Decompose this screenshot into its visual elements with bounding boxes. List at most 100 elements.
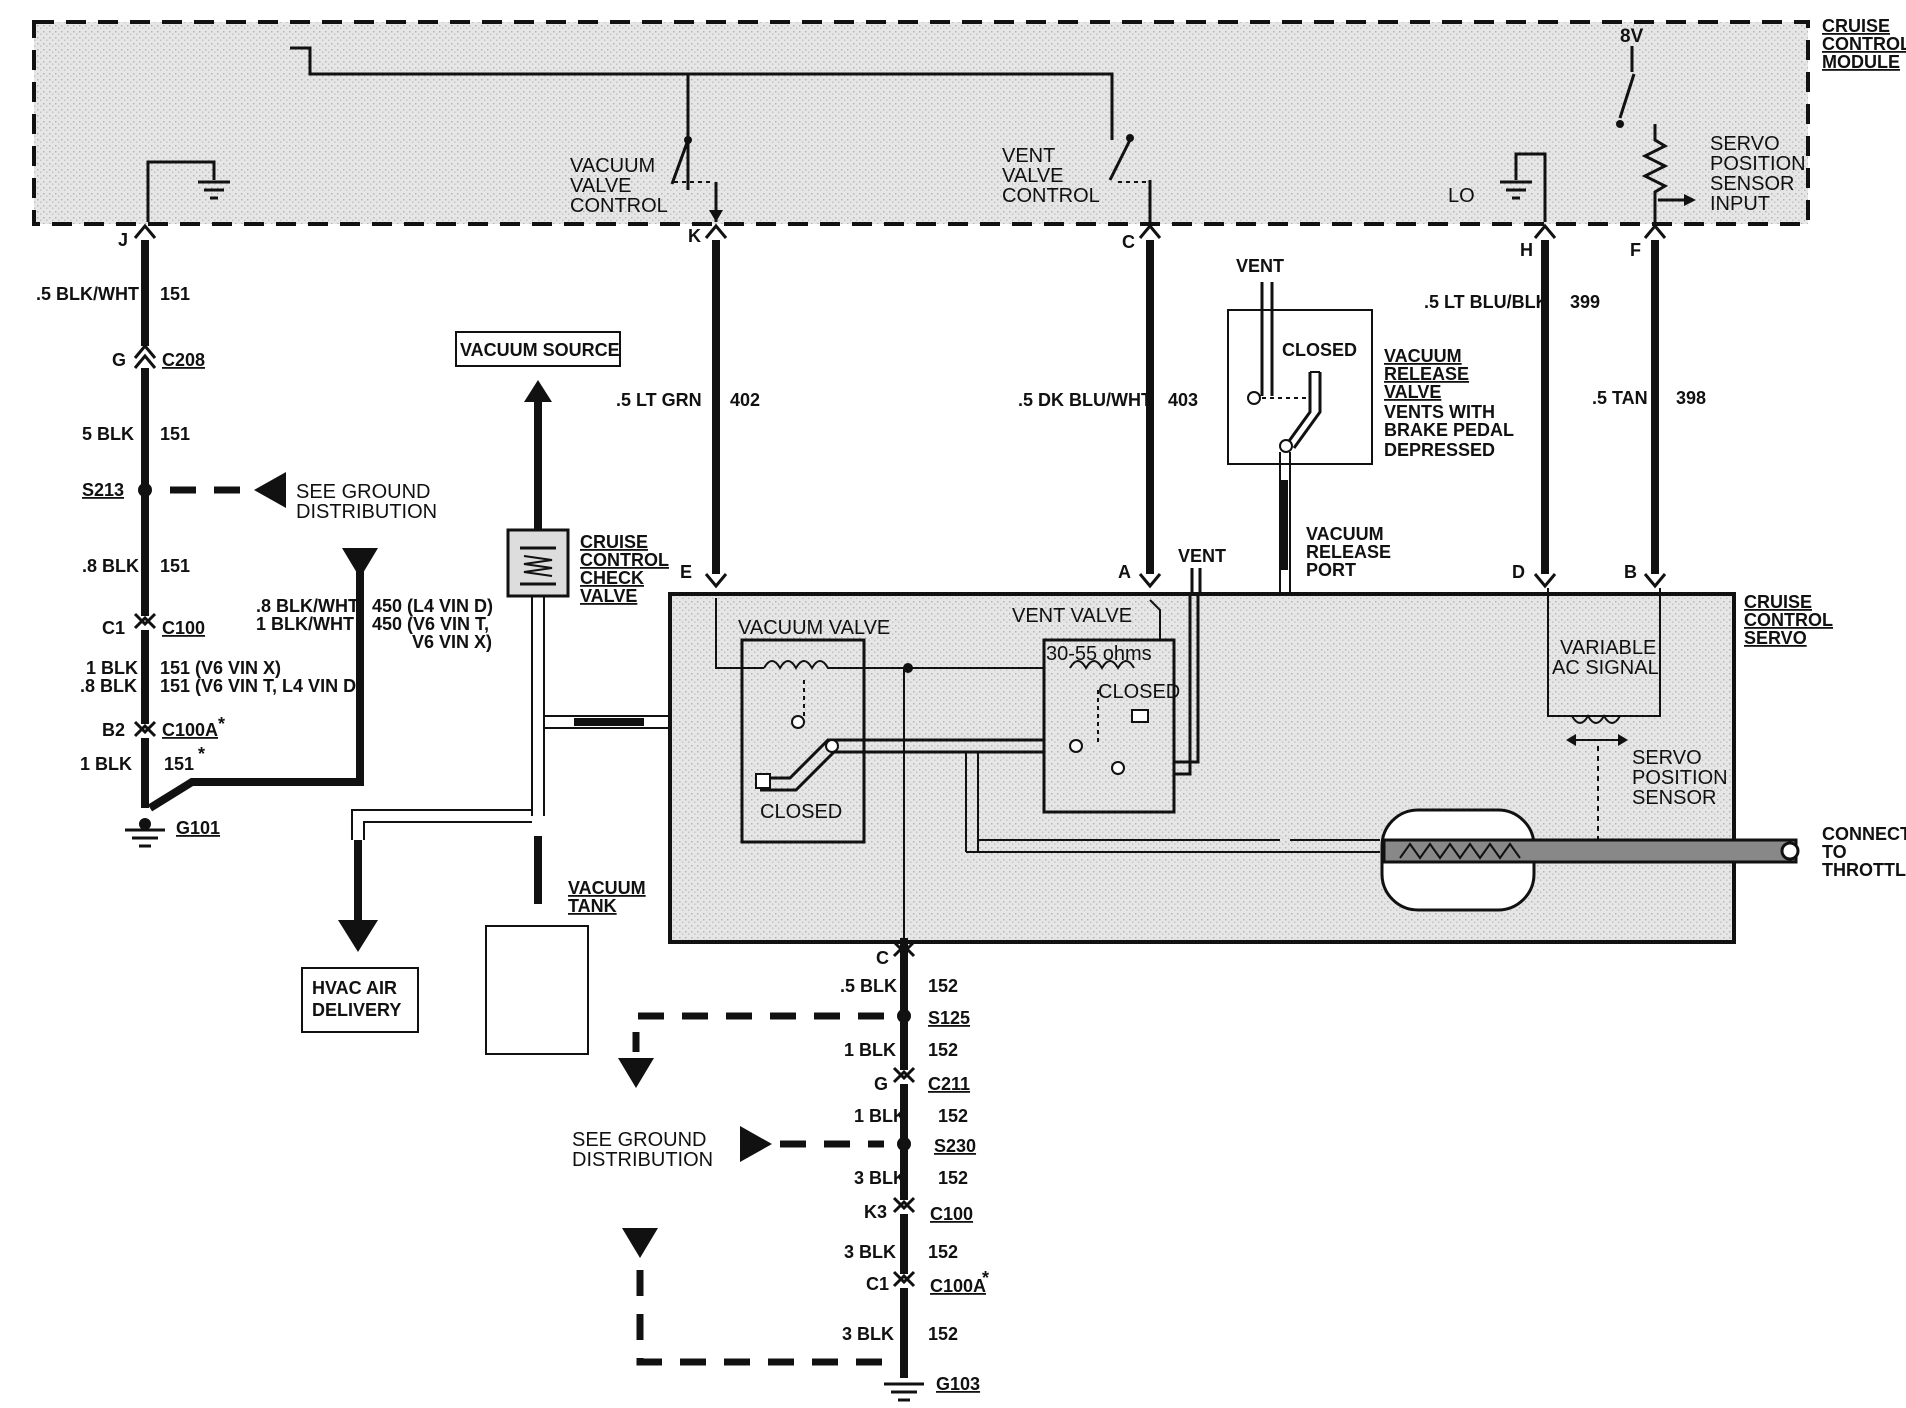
pin-c: C [1122, 232, 1135, 252]
alt-gauge-a: .8 BLK/WHT [256, 596, 359, 616]
svg-text:TO: TO [1822, 842, 1847, 862]
svg-text:DEPRESSED: DEPRESSED [1384, 440, 1495, 460]
svg-text:CRUISE: CRUISE [580, 532, 648, 552]
svg-text:TANK: TANK [568, 896, 617, 916]
bg-w3-gauge: 1 BLK [854, 1106, 906, 1126]
svg-text:SERVO: SERVO [1632, 747, 1702, 769]
vacuum-tank-label: VACUUM TANK [568, 878, 646, 916]
c100a-pin: B2 [102, 720, 125, 740]
servo-position-sensor-label: SERVO POSITION SENSOR [1632, 747, 1728, 809]
svg-text:VENT: VENT [1002, 145, 1055, 167]
servo-title: CRUISE CONTROL SERVO [1744, 592, 1833, 648]
k-wire-circuit: 402 [730, 390, 760, 410]
svg-text:DISTRIBUTION: DISTRIBUTION [296, 501, 437, 523]
f-wire-gauge: .5 TAN [1592, 388, 1648, 408]
bg-w2-circuit: 152 [928, 1040, 958, 1060]
vacuum-valve-control-label: VACUUM VALVE CONTROL [570, 155, 668, 217]
lg-see-ground-label: SEE GROUND DISTRIBUTION [296, 481, 437, 523]
ground-g103: G103 [936, 1374, 980, 1394]
bg-w1-gauge: .5 BLK [840, 976, 897, 996]
vacuum-release-valve [1227, 282, 1373, 846]
svg-text:VARIABLE: VARIABLE [1560, 637, 1656, 659]
connector-c100-bottom: C100 [930, 1204, 973, 1224]
svg-text:CONTROL: CONTROL [1822, 34, 1906, 54]
c100-pin: C1 [102, 618, 125, 638]
lg-w3-circuit: 151 [160, 556, 190, 576]
connector-c100a-bottom: C100A [930, 1276, 986, 1296]
svg-text:AC SIGNAL: AC SIGNAL [1552, 657, 1659, 679]
svg-text:VALVE: VALVE [1002, 165, 1064, 187]
bg-w3-circuit: 152 [938, 1106, 968, 1126]
hvac-box [301, 967, 419, 1033]
connector-c211: C211 [928, 1074, 970, 1094]
svg-text:PORT: PORT [1306, 560, 1356, 580]
svg-text:POSITION: POSITION [1710, 153, 1806, 175]
svg-text:SEE GROUND: SEE GROUND [296, 481, 430, 503]
svg-text:DISTRIBUTION: DISTRIBUTION [572, 1149, 713, 1171]
alt-circuit-b: 450 (V6 VIN T, [372, 614, 489, 634]
svg-text:THROTTLE: THROTTLE [1822, 860, 1906, 880]
wire-c-403 [1138, 223, 1162, 589]
svg-text:VACUUM: VACUUM [1384, 346, 1462, 366]
c100a-bottom-star: * [982, 1268, 989, 1288]
svg-text:INPUT: INPUT [1710, 193, 1770, 215]
cruise-control-module [32, 20, 1810, 226]
bg-w6-circuit: 152 [928, 1324, 958, 1344]
vent-valve-label: VENT VALVE [1012, 605, 1132, 627]
vent-valve-ohms: 30-55 ohms [1046, 643, 1152, 665]
pin-h: H [1520, 240, 1533, 260]
throttle-label: CONNECTS TO THROTTLE [1822, 824, 1906, 880]
h-wire-gauge: .5 LT BLU/BLK [1424, 292, 1549, 312]
lg-w4-circuit-a: 151 (V6 VIN X) [160, 658, 281, 678]
pin-a: A [1118, 562, 1131, 582]
bottom-ground-circuit [618, 1009, 924, 1402]
alt-circuit-a: 450 (L4 VIN D) [372, 596, 493, 616]
svg-text:MODULE: MODULE [1822, 52, 1900, 72]
connector-c100-left: C100 [162, 618, 205, 638]
svg-text:CONTROL: CONTROL [1002, 185, 1100, 207]
bg-w1-circuit: 152 [928, 976, 958, 996]
left-ground-circuit [125, 223, 378, 848]
svg-text:VALVE: VALVE [570, 175, 632, 197]
svg-text:CONTROL: CONTROL [1744, 610, 1833, 630]
splice-s230: S230 [934, 1136, 976, 1156]
lo-label: LO [1448, 185, 1475, 207]
c100-pin-bottom: K3 [864, 1202, 887, 1222]
c-wire-gauge: .5 DK BLU/WHT [1018, 390, 1152, 410]
c208-pin: G [112, 350, 126, 370]
check-valve-label: CRUISE CONTROL CHECK VALVE [580, 532, 669, 606]
svg-text:SERVO: SERVO [1744, 628, 1807, 648]
svg-text:CONTROL: CONTROL [580, 550, 669, 570]
servo-position-sensor-input-label: SERVO POSITION SENSOR INPUT [1710, 133, 1806, 215]
vacuum-source-label: VACUUM SOURCE [460, 340, 620, 360]
lg-w5-star: * [198, 744, 205, 764]
alt-gauge-b: 1 BLK/WHT [256, 614, 354, 634]
wire-f-398 [1643, 223, 1667, 589]
bg-w2-gauge: 1 BLK [844, 1040, 896, 1060]
release-closed-label: CLOSED [1282, 340, 1357, 360]
svg-text:RELEASE: RELEASE [1306, 542, 1391, 562]
release-valve-title: VACUUM RELEASE VALVE VENTS WITH BRAKE PE… [1384, 346, 1514, 460]
vent-valve-closed: CLOSED [1098, 681, 1180, 703]
splice-s213: S213 [82, 480, 124, 500]
connector-c100a-left: C100A [162, 720, 218, 740]
bg-w5-circuit: 152 [928, 1242, 958, 1262]
svg-text:VALVE: VALVE [1384, 382, 1441, 402]
svg-text:CRUISE: CRUISE [1822, 16, 1890, 36]
svg-text:POSITION: POSITION [1632, 767, 1728, 789]
k-wire-gauge: .5 LT GRN [616, 390, 702, 410]
lg-w1-gauge: .5 BLK/WHT [36, 284, 139, 304]
cruise-control-servo [668, 568, 1800, 1010]
wire-h-399 [1533, 223, 1557, 589]
lg-w5-circuit: 151 [164, 754, 194, 774]
bg-w5-gauge: 3 BLK [844, 1242, 896, 1262]
svg-text:CONTROL: CONTROL [570, 195, 668, 217]
c211-pin: G [874, 1074, 888, 1094]
bg-w4-circuit: 152 [938, 1168, 968, 1188]
svg-text:CRUISE: CRUISE [1744, 592, 1812, 612]
lg-w2-circuit: 151 [160, 424, 190, 444]
release-port-label: VACUUM RELEASE PORT [1306, 524, 1391, 580]
svg-text:BRAKE PEDAL: BRAKE PEDAL [1384, 420, 1514, 440]
splice-s125: S125 [928, 1008, 970, 1028]
